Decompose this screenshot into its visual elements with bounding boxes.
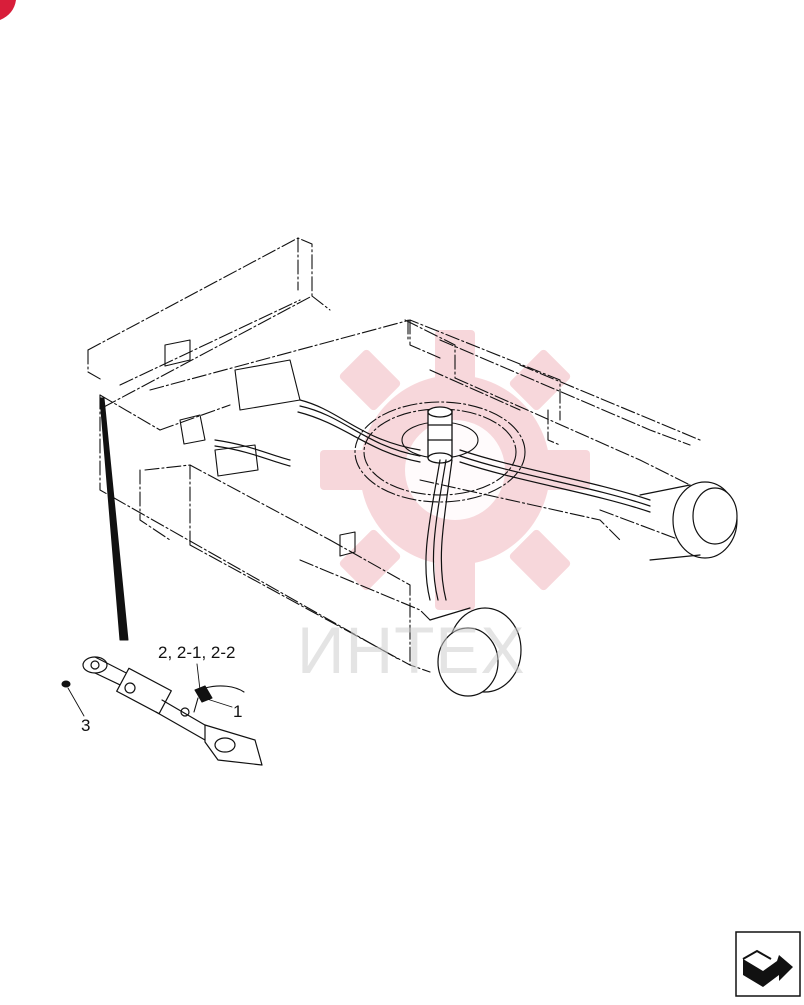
hydraulic-hoses xyxy=(214,399,651,601)
center-frame-phantom xyxy=(149,319,701,621)
grease-fitting xyxy=(193,685,245,713)
callout-item-1: 1 xyxy=(233,702,243,721)
mounting-brackets xyxy=(164,339,356,557)
next-page-arrow-icon xyxy=(735,931,801,997)
callout-item-2: 2, 2-1, 2-2 xyxy=(158,643,236,662)
watermark-text: ИНТЕХ xyxy=(297,613,526,687)
upper-frame-phantom xyxy=(87,237,331,409)
callout-item-3: 3 xyxy=(81,716,91,735)
swivel-joint xyxy=(427,406,453,464)
next-page-button[interactable] xyxy=(735,931,801,997)
small-plug-part xyxy=(61,680,71,688)
right-track-frame xyxy=(404,319,691,541)
front-drive-drum xyxy=(429,607,522,697)
right-drive-drum xyxy=(639,481,738,561)
left-track-frame xyxy=(99,394,431,673)
corner-mark-icon xyxy=(0,0,16,20)
track-tension-cylinder xyxy=(82,656,263,766)
callout-leaders xyxy=(67,663,233,717)
leader-wedge xyxy=(99,397,129,641)
